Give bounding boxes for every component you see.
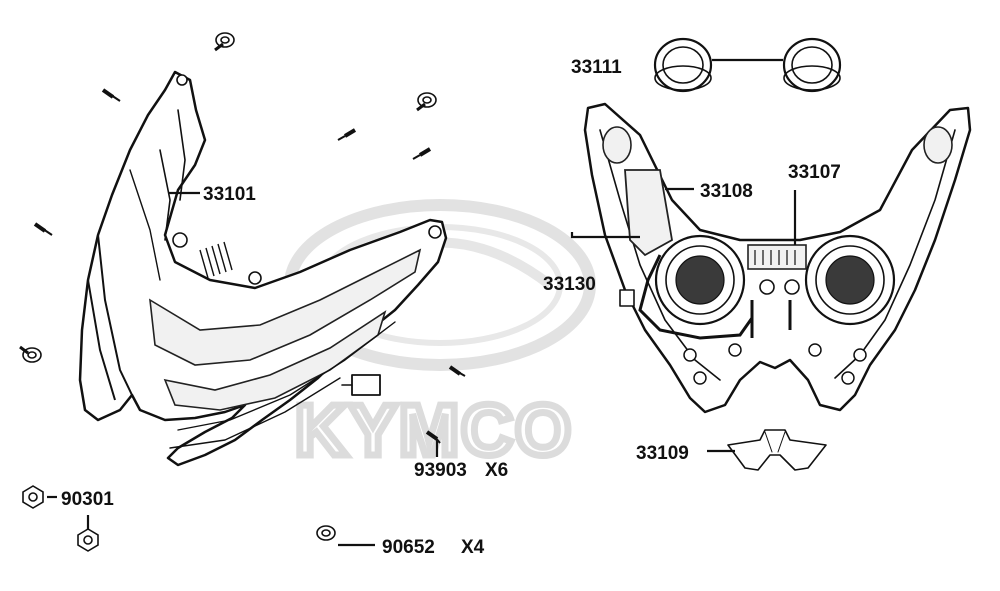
reflector-bracket[interactable]: [727, 429, 827, 471]
leader-lines: [47, 58, 797, 547]
nuts-90301[interactable]: [22, 485, 99, 552]
lens-connector: [351, 374, 381, 396]
unit-pod-left: [602, 126, 632, 164]
label-33101: 33101: [203, 184, 256, 205]
label-93903: 93903: [414, 460, 467, 481]
label-90301: 90301: [61, 489, 114, 510]
projector-lens-left: [654, 234, 746, 326]
bulb-cover-pair[interactable]: [653, 37, 842, 93]
lens-vent-fins: [199, 241, 233, 279]
label-33108: 33108: [700, 181, 753, 202]
label-33107: 33107: [788, 162, 841, 183]
headlight-unit-assembly[interactable]: [583, 102, 972, 414]
label-33109: 33109: [636, 443, 689, 464]
unit-pod-right: [923, 126, 953, 164]
led-module: [747, 244, 807, 270]
label-90652-qty: X4: [461, 537, 485, 558]
label-33111: 33111: [571, 57, 622, 78]
kymco-watermark: KYMCO: [284, 199, 596, 475]
label-33130: 33130: [543, 274, 596, 295]
headlight-lens-assembly[interactable]: [78, 70, 448, 467]
label-90652: 90652: [382, 537, 435, 558]
watermark-brand-text: KYMCO: [295, 391, 573, 471]
callout-labels: 33101 33111 33108 33107 33130 33109 9390…: [61, 57, 841, 558]
leader-33130: [570, 232, 640, 239]
bolts-90652[interactable]: [19, 32, 437, 541]
label-93903-qty: X6: [485, 460, 508, 481]
projector-lens-right: [804, 234, 896, 326]
screws-93903[interactable]: [33, 88, 466, 444]
